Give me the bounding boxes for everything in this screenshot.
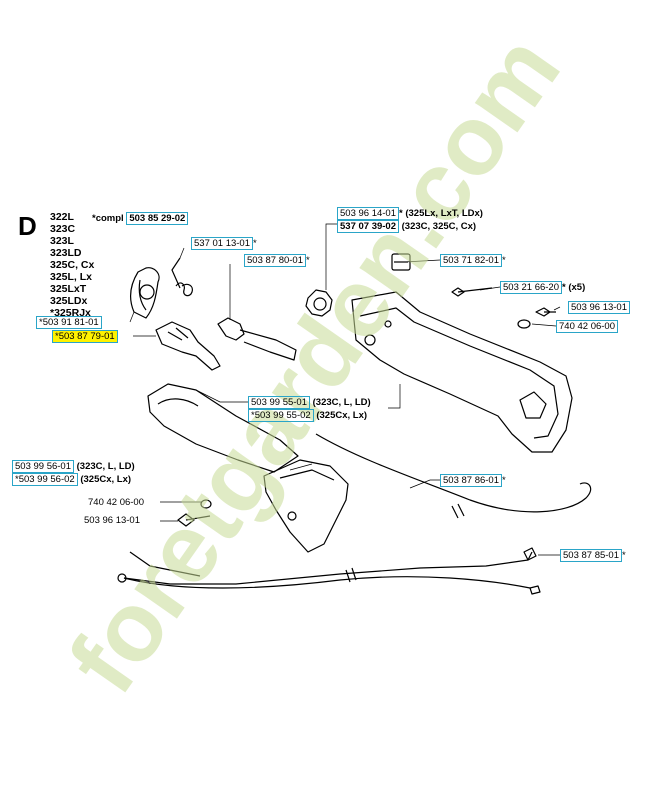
part-code-740-42-06-00-right[interactable]: 740 42 06-00: [556, 320, 618, 333]
label-503-96-13-01-left: 503 96 13-01: [84, 515, 140, 526]
part-code-740-42-06-00-left[interactable]: 740 42 06-00: [88, 497, 144, 508]
throttle-cable-part: [315, 433, 592, 513]
part-code-503-21-66-20[interactable]: 503 21 66-20: [500, 281, 562, 294]
washer-left-part: [200, 499, 212, 509]
part-code-503-85-29-02[interactable]: 503 85 29-02: [126, 212, 189, 225]
label-compl: *compl 503 85 29-02: [92, 212, 189, 225]
label-503-99-56-01: 503 99 56-01 (323C, L, LD): [12, 460, 135, 473]
model-list-item: 323C: [50, 223, 76, 235]
screw-right-part: [535, 307, 556, 317]
part-code-503-96-13-01-right[interactable]: 503 96 13-01: [568, 301, 630, 314]
label-740-42-06-00-right: 740 42 06-00: [556, 320, 618, 333]
part-code-503-96-13-01-left[interactable]: 503 96 13-01: [84, 515, 140, 526]
part-code-503-91-81-01[interactable]: *503 91 81-01: [36, 316, 102, 329]
part-code-503-99-56-02[interactable]: *503 99 56-02: [12, 473, 78, 486]
part-code-503-99-55-02[interactable]: *503 99 55-02: [248, 409, 314, 422]
label-503-91-81-01: *503 91 81-01: [36, 316, 102, 329]
label-503-87-80-01: 503 87 80-01*: [244, 254, 310, 267]
part-code-503-99-55-01[interactable]: 503 99 55-01: [248, 396, 310, 409]
model-list-item: 322L: [50, 211, 74, 223]
part-code-503-87-79-01[interactable]: *503 87 79-01: [52, 330, 118, 343]
part-code-503-96-14-01[interactable]: 503 96 14-01: [337, 207, 399, 220]
screw-left-part: [177, 513, 211, 527]
label-503-87-86-01: 503 87 86-01*: [440, 474, 506, 487]
model-list-item: 323L: [50, 235, 74, 247]
throttle-lever-part: [217, 317, 245, 341]
label-503-99-56-02: *503 99 56-02 (325Cx, Lx): [12, 473, 131, 486]
label-537-07-39-02: 537 07 39-02 (323C, 325C, Cx): [337, 220, 476, 233]
handle-housing-part: [351, 291, 573, 453]
label-503-71-82-01: 503 71 82-01*: [440, 254, 506, 267]
model-list-item: 325LxT: [50, 283, 87, 295]
label-503-87-85-01: 503 87 85-01*: [560, 549, 626, 562]
model-list-item: 325LDx: [50, 295, 88, 307]
label-503-87-79-01: *503 87 79-01: [52, 330, 118, 343]
label-503-21-66-20: 503 21 66-20* (x5): [500, 281, 585, 294]
section-letter: D: [18, 211, 37, 241]
part-code-503-87-86-01[interactable]: 503 87 86-01: [440, 474, 502, 487]
label-537-01-13-01: 537 01 13-01*: [191, 237, 257, 250]
clamp-bracket-part: [129, 267, 160, 319]
handle-cover-lower-part: [263, 459, 349, 553]
label-503-96-14-01: 503 96 14-01* (325Lx, LxT, LDx): [337, 207, 483, 220]
spring-part: [175, 282, 193, 297]
model-list-item: 325L, Lx: [50, 271, 93, 283]
wire-harness-part: [123, 551, 533, 585]
nut-ring-part: [305, 289, 333, 317]
label-503-99-55-02: *503 99 55-02 (325Cx, Lx): [248, 409, 367, 422]
part-code-503-71-82-01[interactable]: 503 71 82-01: [440, 254, 502, 267]
label-503-96-13-01-right: 503 96 13-01: [568, 301, 630, 314]
part-code-503-87-85-01[interactable]: 503 87 85-01: [560, 549, 622, 562]
part-code-503-99-56-01[interactable]: 503 99 56-01: [12, 460, 74, 473]
compl-prefix: *compl: [92, 213, 124, 224]
part-code-537-07-39-02[interactable]: 537 07 39-02: [337, 220, 399, 233]
washer-right-part: [517, 319, 531, 329]
label-503-99-55-01: 503 99 55-01 (323C, L, LD): [248, 396, 371, 409]
part-code-537-01-13-01[interactable]: 537 01 13-01: [191, 237, 253, 250]
model-list-item: 323LD: [50, 247, 82, 259]
model-list-item: *325RJx: [50, 307, 91, 319]
label-740-42-06-00-left: 740 42 06-00: [88, 497, 144, 508]
part-code-503-87-80-01[interactable]: 503 87 80-01: [244, 254, 306, 267]
handle-cover-upper-part: [147, 383, 299, 473]
throttle-trigger-part: [155, 321, 221, 371]
screw-part: [451, 287, 493, 297]
model-list-item: 325C, Cx: [50, 259, 95, 271]
